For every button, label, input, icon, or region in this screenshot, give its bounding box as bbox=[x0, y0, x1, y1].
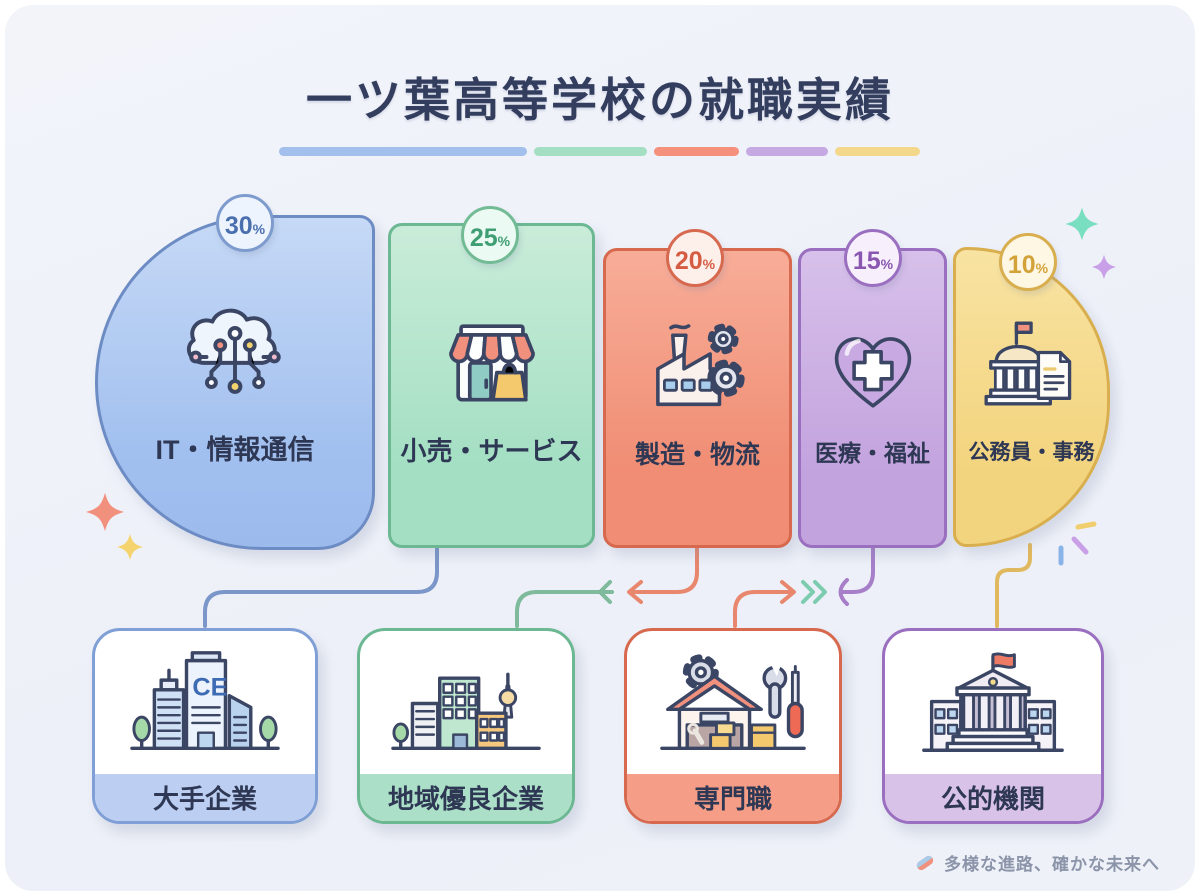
destination-card-large-company: CE 大手企業 bbox=[92, 628, 318, 824]
page-title: 一ツ葉高等学校の就職実績 bbox=[306, 74, 894, 126]
underline-segment-green bbox=[534, 147, 647, 156]
underline-segment-coral bbox=[654, 147, 739, 156]
percent-unit: % bbox=[1035, 260, 1049, 276]
destination-label-large-company: 大手企業 bbox=[95, 774, 315, 821]
percent-badge-it: 30% bbox=[216, 194, 274, 252]
industry-label-medical: 医療・福祉 bbox=[815, 440, 930, 466]
card-icon-area: CE bbox=[95, 631, 315, 774]
workshop-tools-icon bbox=[660, 653, 806, 750]
government-dome-icon bbox=[984, 321, 1071, 406]
underline-segment-purple bbox=[746, 147, 828, 156]
destination-card-regional-company: 地域優良企業 bbox=[357, 628, 575, 824]
industry-label-retail: 小売・サービス bbox=[400, 436, 583, 466]
destination-card-public-institution: 公的機関 bbox=[882, 628, 1104, 824]
building-logo-text: CE bbox=[192, 673, 227, 701]
percent-value: 30 bbox=[224, 212, 253, 240]
industry-column-retail: 小売・サービス bbox=[388, 223, 595, 548]
industry-label-manufacturing: 製造・物流 bbox=[634, 441, 760, 469]
heart-cross-icon bbox=[834, 337, 911, 408]
industry-label-it: IT・情報通信 bbox=[155, 435, 315, 465]
percent-unit: % bbox=[497, 233, 511, 249]
public-building-icon bbox=[922, 652, 1064, 752]
percent-unit: % bbox=[880, 256, 894, 272]
title-underline bbox=[279, 147, 920, 156]
industry-label-public-service: 公務員・事務 bbox=[968, 441, 1095, 464]
percent-badge-medical: 15% bbox=[844, 229, 902, 287]
underline-segment-blue bbox=[279, 147, 527, 156]
destination-label-public-institution: 公的機関 bbox=[885, 774, 1101, 821]
percent-value: 20 bbox=[674, 247, 703, 275]
underline-segment-yellow bbox=[835, 147, 920, 156]
factory-gears-icon bbox=[655, 323, 745, 407]
percent-value: 25 bbox=[469, 224, 498, 252]
percent-badge-manufacturing: 20% bbox=[666, 229, 724, 287]
industry-column-it: IT・情報通信 bbox=[95, 215, 375, 550]
card-icon-area bbox=[885, 631, 1101, 774]
destination-label-specialist: 専門職 bbox=[627, 774, 839, 821]
office-buildings-icon: CE bbox=[130, 650, 280, 750]
cloud-network-icon bbox=[186, 308, 281, 394]
tagline: 多様な進路、確かな未来へ bbox=[914, 850, 1160, 875]
tagline-text: 多様な進路、確かな未来へ bbox=[944, 855, 1160, 874]
percent-value: 15 bbox=[852, 247, 881, 275]
card-icon-area bbox=[627, 631, 839, 774]
percent-badge-public-service: 10% bbox=[999, 233, 1057, 291]
percent-value: 10 bbox=[1007, 251, 1036, 279]
city-buildings-icon bbox=[391, 672, 541, 750]
industry-column-medical: 医療・福祉 bbox=[798, 248, 947, 548]
industry-column-manufacturing: 製造・物流 bbox=[603, 248, 792, 548]
percent-unit: % bbox=[252, 221, 266, 237]
card-icon-area bbox=[360, 631, 572, 774]
pill-icon bbox=[916, 855, 934, 870]
storefront-icon bbox=[448, 324, 535, 402]
destination-label-regional-company: 地域優良企業 bbox=[360, 774, 572, 821]
percent-badge-retail: 25% bbox=[461, 206, 519, 264]
percent-unit: % bbox=[702, 256, 716, 272]
destination-card-specialist: 専門職 bbox=[624, 628, 842, 824]
